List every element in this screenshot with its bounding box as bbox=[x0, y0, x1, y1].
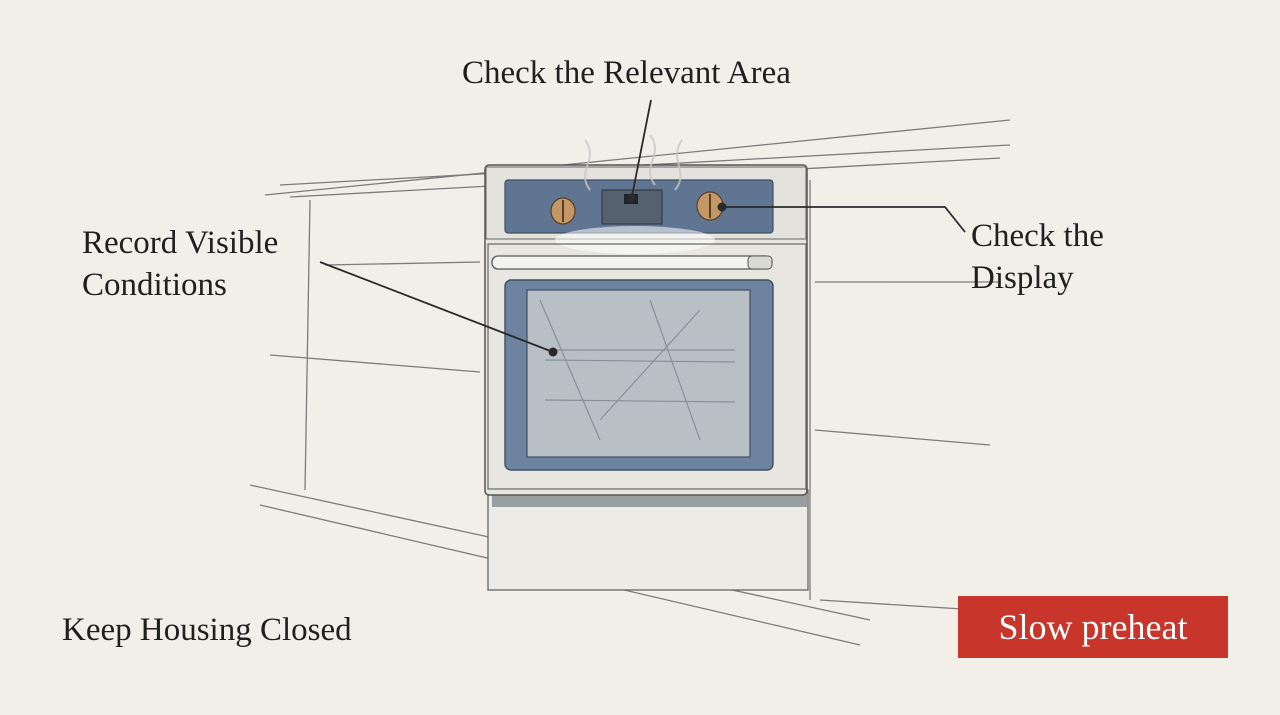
leader-relevant-area bbox=[631, 99, 652, 197]
leader-record-conditions bbox=[319, 261, 554, 353]
steam-wisps bbox=[584, 134, 683, 191]
left-knob-icon bbox=[550, 197, 576, 225]
pointer-dot-knob bbox=[717, 202, 727, 212]
oven-door bbox=[487, 243, 807, 490]
steam-cloud bbox=[555, 226, 715, 254]
housing-note: Keep Housing Closed bbox=[62, 612, 352, 648]
record-conditions-line-2: Conditions bbox=[82, 267, 227, 303]
status-badge: Slow preheat bbox=[958, 596, 1228, 658]
oven-handle bbox=[491, 255, 773, 270]
display-callout-line-2: Display bbox=[971, 260, 1074, 296]
leader-display bbox=[722, 206, 966, 233]
pointer-dot-display-area bbox=[626, 193, 636, 203]
pointer-dot-window bbox=[548, 347, 558, 357]
oven-window bbox=[526, 289, 751, 458]
relevant-area-callout: Check the Relevant Area bbox=[462, 55, 791, 91]
leader-lines bbox=[319, 99, 966, 353]
handle-end-cap bbox=[747, 255, 773, 270]
oven-rack-lines bbox=[539, 299, 736, 441]
record-conditions-callout: Record Visible Conditions bbox=[82, 222, 278, 306]
display-callout: Check the Display bbox=[971, 215, 1104, 299]
display-callout-line-1: Check the bbox=[971, 218, 1104, 254]
record-conditions-line-1: Record Visible bbox=[82, 225, 279, 261]
